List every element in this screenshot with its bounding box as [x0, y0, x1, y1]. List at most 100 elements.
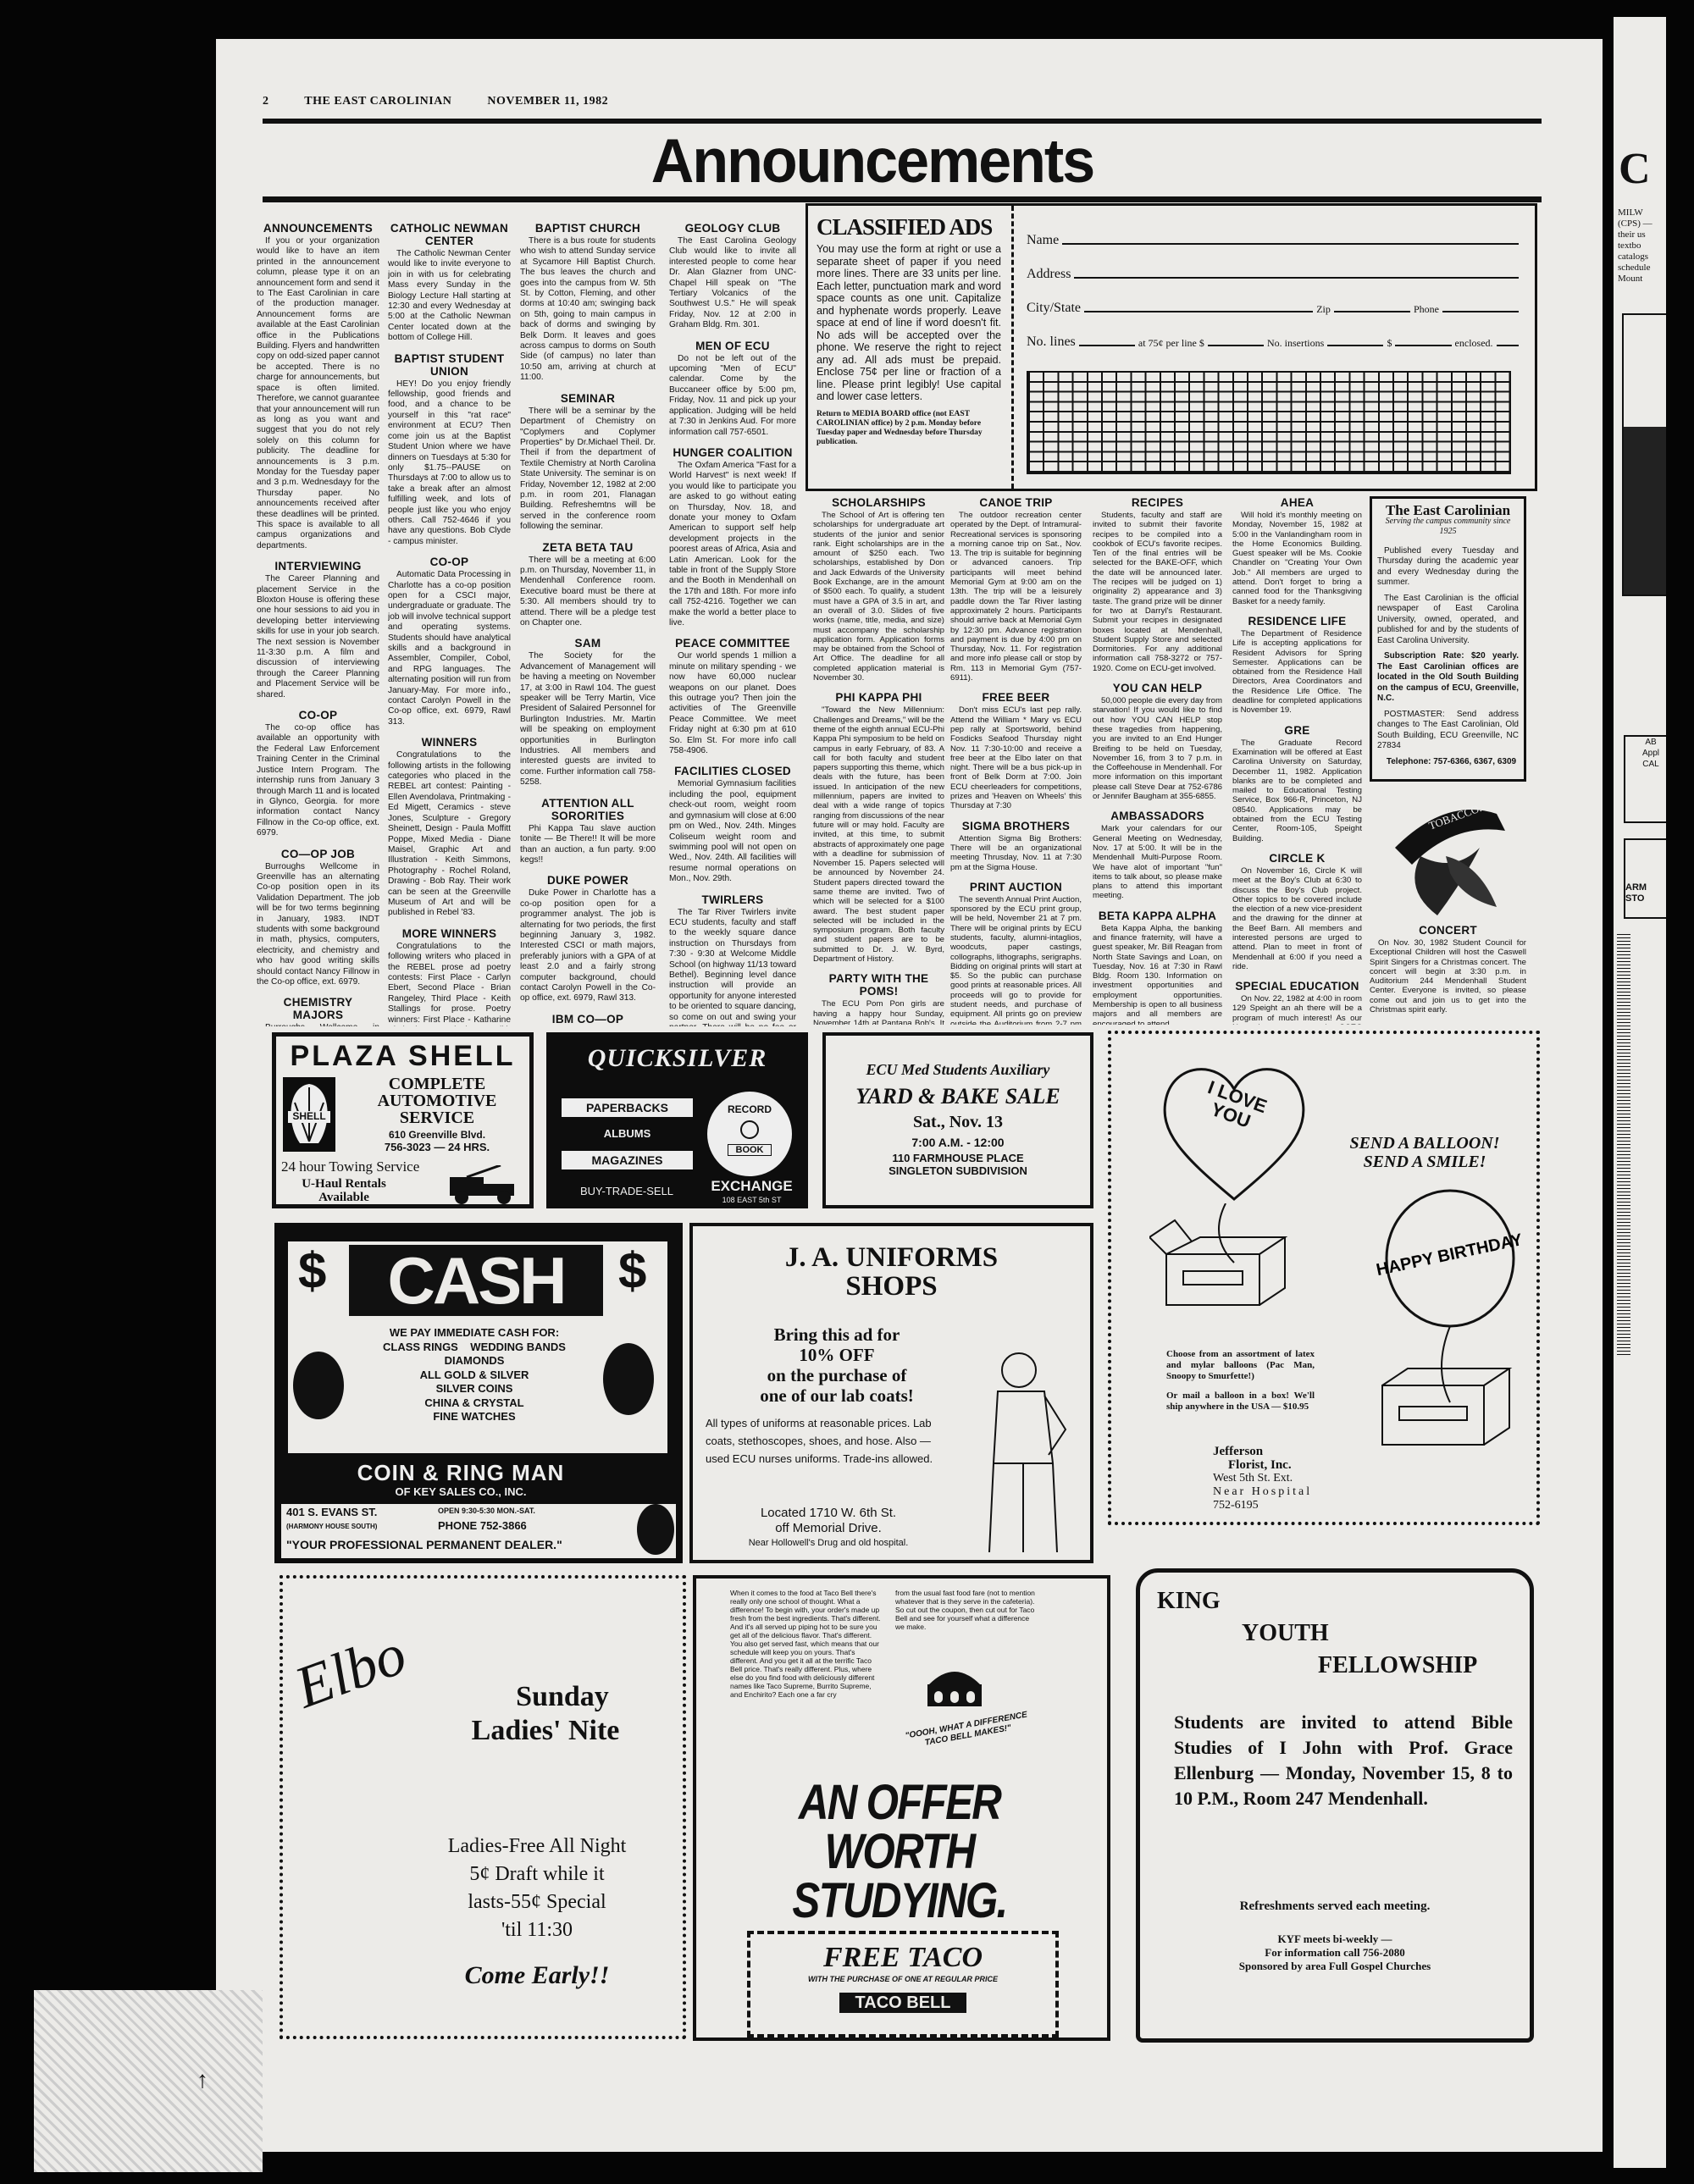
shell-logo-icon: SHELL	[283, 1077, 335, 1152]
name-label: Name	[1027, 233, 1060, 247]
ad-plaza-shell: PLAZA SHELL SHELL COMPLETE AUTOMOTIVE SE…	[272, 1032, 534, 1208]
announcement-body: There is a bus route for students who wi…	[520, 236, 656, 383]
ad-tagline: "YOUR PROFESSIONAL PERMANENT DEALER."	[286, 1538, 562, 1551]
announcement-body: On Nov. 30, 1982 Student Council for Exc…	[1370, 938, 1526, 1015]
announcement-concert: CONCERT On Nov. 30, 1982 Student Council…	[1370, 924, 1526, 1015]
name-field[interactable]: Name	[1027, 214, 1522, 248]
ad-jefferson-florist-balloons: I LOVE YOU SEND A BALLOON! SEND A SMILE!…	[1108, 1031, 1540, 1525]
ad-item: PAPERBACKS	[562, 1098, 693, 1117]
announcement-body: If you or your organization would like t…	[257, 236, 379, 550]
ad-headline: KING	[1157, 1588, 1221, 1614]
announcement-heading: ANNOUNCEMENTS	[263, 222, 374, 235]
ad-text-grid[interactable]	[1027, 371, 1511, 474]
lines-label: No. lines	[1027, 335, 1076, 349]
ad-line: CLASS RINGS WEDDING BANDS	[383, 1340, 566, 1353]
ad-business-name: Florist, Inc.	[1228, 1458, 1292, 1472]
announcement-heading: CO-OP	[298, 709, 338, 722]
announcement-body: Phi Kappa Tau slave auction tonite — Be …	[520, 823, 656, 865]
ad-business-name: J. A. UNIFORMS	[784, 1242, 999, 1273]
book-label: BOOK	[728, 1144, 772, 1156]
coin-icon	[603, 1343, 654, 1415]
coupon-subtitle: WITH THE PURCHASE OF ONE AT REGULAR PRIC…	[807, 1975, 998, 1983]
ad-time: 7:00 A.M. - 12:00	[911, 1136, 1005, 1149]
announcement-body: The School of Art is offering ten schola…	[813, 511, 944, 683]
ad-business-name: OF KEY SALES CO., INC.	[395, 1485, 527, 1498]
announcement-body: Congratulations to the following artists…	[388, 750, 511, 918]
announcement-heading: AMBASSADORS	[1110, 810, 1204, 823]
announcement-body: The seventh Annual Print Auction, sponso…	[950, 894, 1082, 1025]
announcement-heading: YOU CAN HELP	[1112, 682, 1203, 695]
announcement-body: The Career Planning and placement Servic…	[257, 574, 379, 699]
announcement-heading: IBM CO—OP	[551, 1012, 624, 1026]
announcement-heading: CONCERT	[1419, 924, 1477, 937]
zip-label: Zip	[1316, 303, 1331, 315]
announcement-heading: SIGMA BROTHERS	[961, 819, 1071, 832]
ad-headline: YOUTH	[1242, 1620, 1329, 1646]
masthead-text: Published every Tuesday and Thursday dur…	[1377, 545, 1519, 588]
ad-business-name: SHOPS	[845, 1271, 938, 1302]
announcement-body: Congratulations to the following writers…	[388, 941, 511, 1026]
tobacco-illustration: TOBACCO.	[1370, 797, 1526, 924]
dollar-sign-icon: $	[298, 1242, 327, 1299]
announcement-heading: RECIPES	[1131, 496, 1184, 509]
announcement-heading: GEOLOGY CLUB	[684, 222, 781, 235]
announcement-body: 50,000 people die every day from starvat…	[1093, 696, 1222, 802]
ad-slogan: Come Early!!	[464, 1961, 610, 1989]
ad-taco-bell: When it comes to the food at Taco Bell t…	[693, 1575, 1110, 2041]
ad-text: from the usual fast food fare (not to me…	[895, 1589, 1035, 1631]
announcement-body: The Tar River Twirlers invite ECU studen…	[669, 907, 796, 1026]
ad-business-name: COIN & RING MAN	[357, 1460, 565, 1485]
fragment-line: CAL	[1642, 760, 1659, 769]
address-field[interactable]: Address	[1027, 248, 1522, 282]
ad-text: KYF meets bi-weekly —	[1277, 1932, 1392, 1945]
free-taco-coupon[interactable]: FREE TACO WITH THE PURCHASE OF ONE AT RE…	[747, 1931, 1059, 2037]
announcement-item: PARTY WITH THE POMS!The ECU Pom Pon girl…	[813, 972, 944, 1025]
ad-text: Choose from an assortment of latex and m…	[1166, 1349, 1315, 1381]
ad-tagline: BUY-TRADE-SELL	[579, 1185, 674, 1197]
ad-ja-uniforms: J. A. UNIFORMS SHOPS Bring this ad for 1…	[689, 1223, 1093, 1563]
birthday-balloon-icon: HAPPY BIRTHDAY	[1375, 1189, 1525, 1446]
ad-address: Located 1710 W. 6th St.	[760, 1506, 897, 1520]
announcement-heading: CO-OP	[429, 556, 469, 569]
ad-text: Students are invited to attend Bible Stu…	[1174, 1711, 1513, 1809]
page-folio: 2 THE EAST CAROLINIAN NOVEMBER 11, 1982	[263, 95, 640, 108]
ad-line: DIAMONDS	[444, 1354, 505, 1367]
ad-quicksilver-book-exchange: QUICKSILVER PAPERBACKS ALBUMS MAGAZINES …	[546, 1032, 808, 1208]
announcement-body: The Department of Residence Life is acce…	[1232, 628, 1362, 716]
announcement-heading: AHEA	[1280, 496, 1315, 509]
ad-line: Ladies-Free All Night	[447, 1835, 627, 1857]
announcement-heading: FREE BEER	[982, 691, 1050, 705]
ad-address: (HARMONY HOUSE SOUTH)	[286, 1523, 378, 1530]
ad-address: Near Hospital	[1213, 1485, 1313, 1498]
fragment-line: (CPS) —	[1618, 218, 1652, 229]
ad-phone: 752-6195	[1213, 1499, 1259, 1512]
insertions-label: No. insertions	[1266, 337, 1325, 349]
tow-truck-icon	[450, 1165, 514, 1204]
ad-line: SILVER COINS	[435, 1382, 513, 1395]
ad-line: COMPLETE	[388, 1075, 486, 1093]
top-rule	[263, 119, 1542, 124]
announcement-body: The Society for the Advancement of Manag…	[520, 651, 656, 788]
ad-elbo-ladies-nite: Elbo Sunday Ladies' Nite Ladies-Free All…	[280, 1575, 686, 2039]
announcement-item: IBM CO—OPIBM in Charlotte and Greenville…	[520, 1013, 656, 1026]
announcement-item: CHEMISTRY MAJORSBurroughs Wellcome in Re…	[257, 996, 379, 1026]
ad-text: All types of uniforms at reasonable pric…	[706, 1417, 933, 1465]
masthead-box: The East Carolinian Serving the campus c…	[1370, 496, 1526, 782]
